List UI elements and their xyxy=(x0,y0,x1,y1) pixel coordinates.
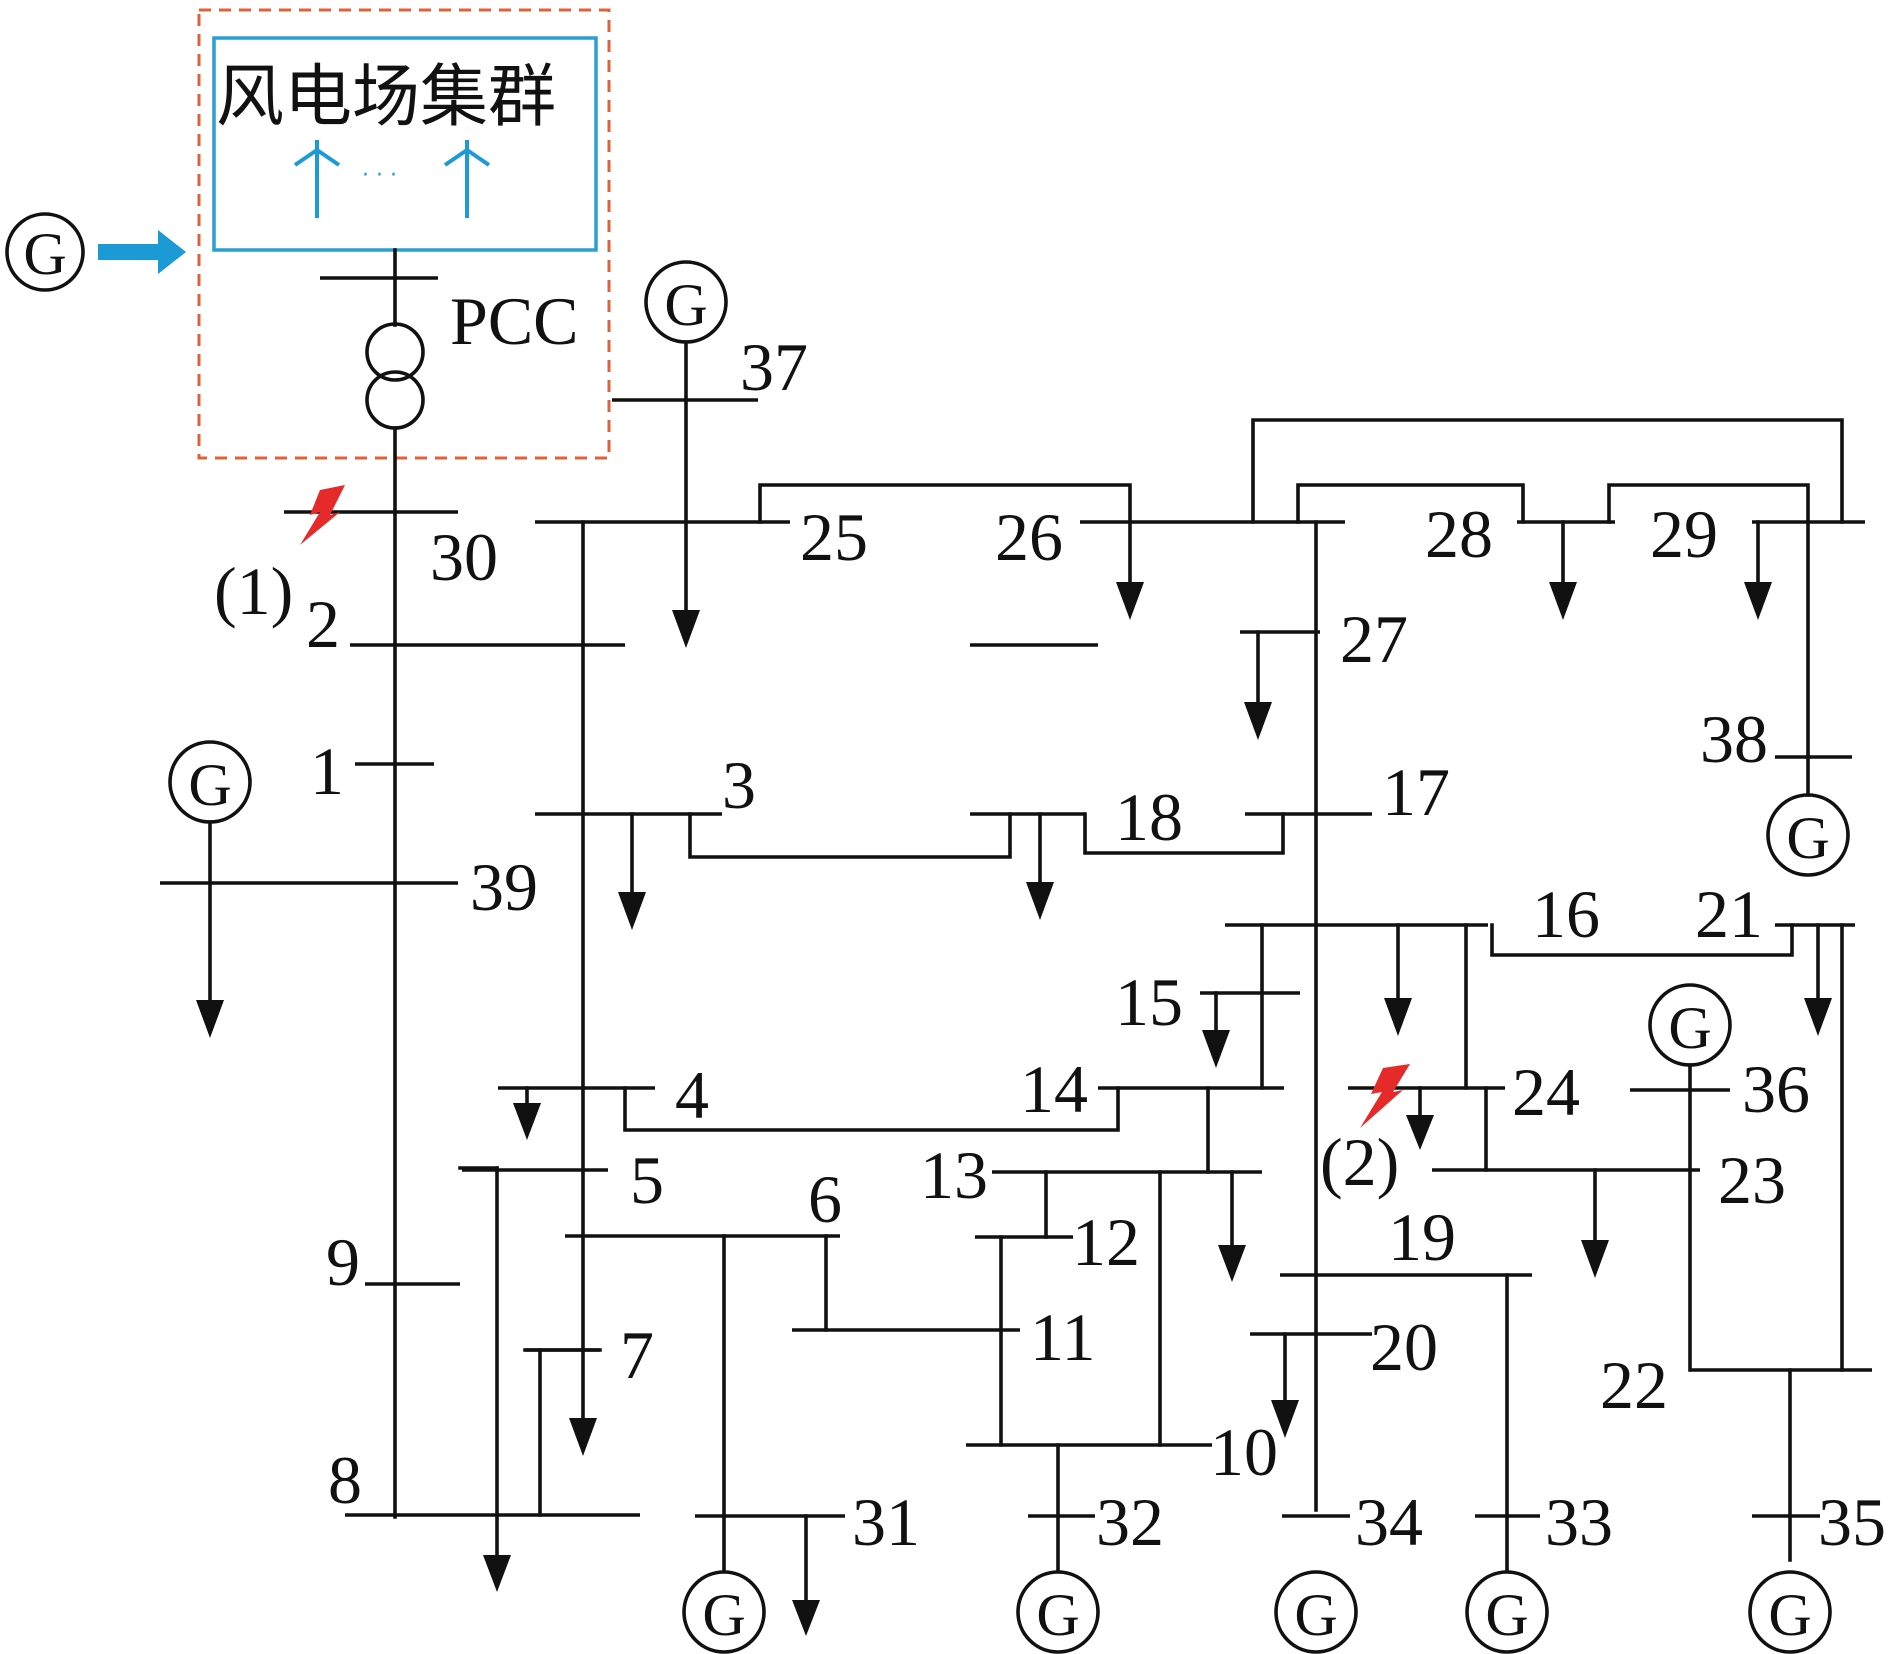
bus-label-30: 30 xyxy=(430,519,498,595)
bus-label-6: 6 xyxy=(808,1161,842,1237)
generator-label: G xyxy=(1668,995,1711,1061)
load-arrow-icon xyxy=(1744,582,1772,620)
generator-icon xyxy=(682,1570,766,1654)
bus-label-35: 35 xyxy=(1818,1484,1886,1560)
bus-label-11: 11 xyxy=(1030,1299,1095,1375)
bus-label-4: 4 xyxy=(675,1057,709,1133)
bus-label-23: 23 xyxy=(1718,1142,1786,1218)
bus-label-18: 18 xyxy=(1115,779,1183,855)
generator-icon xyxy=(1465,1570,1549,1654)
wind-turbine-icon xyxy=(293,140,341,218)
load-arrow-icon xyxy=(1271,1400,1299,1438)
generator-label: G xyxy=(664,272,707,338)
generator-icon xyxy=(1748,1570,1832,1654)
fault-icon xyxy=(300,485,345,545)
bus-label-28: 28 xyxy=(1425,496,1493,572)
bus-label-21: 21 xyxy=(1695,876,1763,952)
generator-label: G xyxy=(1485,1582,1528,1648)
load-arrow-icon xyxy=(1218,1245,1246,1282)
bus-label-10: 10 xyxy=(1210,1414,1278,1490)
generator-label: G xyxy=(1768,1582,1811,1648)
load-arrow-icon xyxy=(1116,582,1144,620)
bus-label-38: 38 xyxy=(1700,701,1768,777)
bus-label-33: 33 xyxy=(1545,1484,1613,1560)
bus-label-26: 26 xyxy=(995,499,1063,575)
turbine-ellipsis: · · · xyxy=(362,163,397,188)
bus-label-36: 36 xyxy=(1742,1051,1810,1127)
transformer-icon xyxy=(365,322,425,382)
bus-label-16: 16 xyxy=(1532,876,1600,952)
bus-label-32: 32 xyxy=(1096,1484,1164,1560)
generator-icon xyxy=(1016,1570,1100,1654)
bus-label-25: 25 xyxy=(800,499,868,575)
wind-turbine-icon xyxy=(443,140,491,218)
generator-label: G xyxy=(23,221,66,287)
load-arrow-icon xyxy=(569,1418,597,1456)
generator-icon xyxy=(1766,793,1850,877)
load-arrow-icon xyxy=(513,1103,541,1140)
load-arrow-icon xyxy=(1244,702,1272,740)
bus-label-22: 22 xyxy=(1600,1347,1668,1423)
bus-label-27: 27 xyxy=(1340,601,1408,677)
bus-label-14: 14 xyxy=(1020,1051,1088,1127)
load-arrow-icon xyxy=(672,610,700,648)
generator-label: G xyxy=(702,1582,745,1648)
bus-label-31: 31 xyxy=(852,1484,920,1560)
load-arrow-icon xyxy=(1406,1115,1434,1150)
pcc-label: PCC xyxy=(450,283,579,359)
bus-label-8: 8 xyxy=(328,1442,362,1518)
arrow-right-icon xyxy=(98,230,186,274)
load-arrow-icon xyxy=(618,892,646,930)
bus-label-19: 19 xyxy=(1388,1199,1456,1275)
wind-farm-region xyxy=(197,8,611,460)
fault-label-2: (2) xyxy=(1320,1124,1399,1200)
bus-label-5: 5 xyxy=(630,1142,664,1218)
load-arrow-icon xyxy=(1804,998,1832,1036)
fault-icon xyxy=(1360,1064,1410,1128)
bus-label-12: 12 xyxy=(1072,1204,1140,1280)
generator-icon xyxy=(5,212,85,292)
fault-label-1: (1) xyxy=(214,553,293,629)
bus-label-1: 1 xyxy=(310,733,344,809)
load-arrow-icon xyxy=(483,1555,511,1592)
generator-label: G xyxy=(1786,805,1829,871)
generator-label: G xyxy=(188,752,231,818)
load-arrow-icon xyxy=(196,1000,224,1038)
bus-label-20: 20 xyxy=(1370,1309,1438,1385)
wind-farm-title: 风电场集群 xyxy=(216,58,556,137)
generator-label: G xyxy=(1294,1582,1337,1648)
bus-label-39: 39 xyxy=(470,849,538,925)
bus-label-7: 7 xyxy=(620,1317,654,1393)
load-arrow-icon xyxy=(792,1600,820,1636)
bus-label-13: 13 xyxy=(920,1137,988,1213)
bus-label-2: 2 xyxy=(306,586,340,662)
load-arrow-icon xyxy=(1549,582,1577,620)
load-arrow-icon xyxy=(1581,1240,1609,1278)
load-arrow-icon xyxy=(1026,882,1054,920)
generator-label: G xyxy=(1036,1582,1079,1648)
bus-label-15: 15 xyxy=(1115,964,1183,1040)
generator-icon xyxy=(1274,1570,1358,1654)
bus-label-37: 37 xyxy=(740,329,808,405)
load-arrow-icon xyxy=(1384,998,1412,1036)
load-arrow-icon xyxy=(1202,1030,1230,1068)
bus-label-9: 9 xyxy=(326,1224,360,1300)
bus-label-17: 17 xyxy=(1382,754,1450,830)
wind-farm-box xyxy=(212,36,598,252)
bus-label-34: 34 xyxy=(1355,1484,1423,1560)
bus-label-29: 29 xyxy=(1650,496,1718,572)
bus-label-24: 24 xyxy=(1512,1054,1580,1130)
bus-label-3: 3 xyxy=(722,747,756,823)
